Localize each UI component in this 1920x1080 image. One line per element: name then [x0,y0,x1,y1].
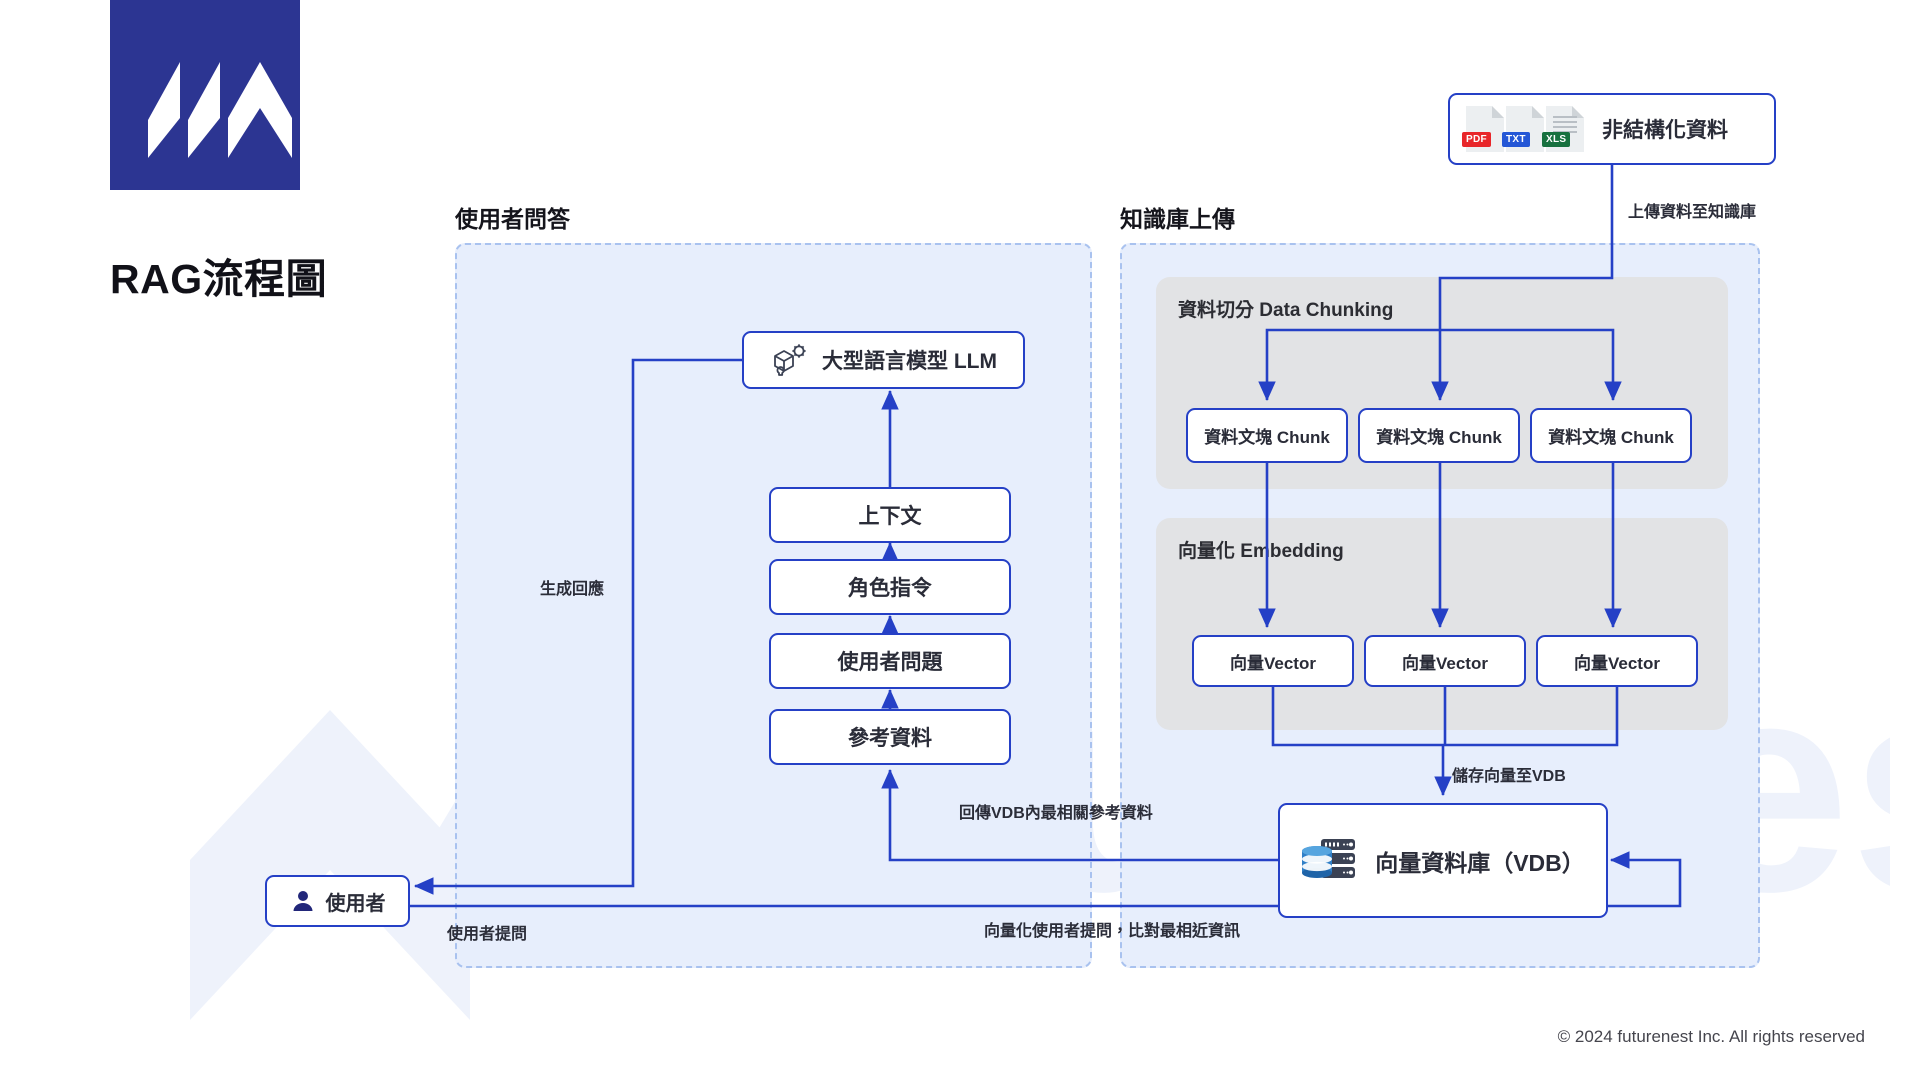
section-header-kb: 知識庫上傳 [1120,206,1235,232]
chunk-label: 資料文塊 Chunk [1204,428,1330,447]
node-vector[interactable]: 向量Vector [1192,635,1354,687]
node-vector[interactable]: 向量Vector [1364,635,1526,687]
file-type-icons: PDF TXT XLS [1462,106,1584,152]
vector-label: 向量Vector [1574,653,1660,673]
vector-label: 向量Vector [1230,653,1316,673]
node-chunk[interactable]: 資料文塊 Chunk [1186,408,1348,463]
node-vector[interactable]: 向量Vector [1536,635,1698,687]
logo-mark-icon [148,62,292,158]
node-user-question[interactable]: 使用者問題 [769,633,1011,689]
user-icon [293,891,312,911]
node-llm[interactable]: 大型語言模型 LLM [742,331,1025,389]
section-header-qa: 使用者問答 [455,206,570,232]
chunk-label: 資料文塊 Chunk [1376,428,1502,447]
subpanel-embedding: 向量化 Embedding [1156,518,1728,730]
edge-label-vectorize-question: 向量化使用者提問，比對最相近資訊 [984,923,1241,940]
chunk-label: 資料文塊 Chunk [1548,428,1674,447]
node-user[interactable]: 使用者 [265,875,410,927]
txt-tag: TXT [1502,132,1530,147]
pdf-tag: PDF [1462,132,1491,147]
xls-file-icon: XLS [1542,106,1584,152]
node-chunk[interactable]: 資料文塊 Chunk [1530,408,1692,463]
database-server-icon [1302,838,1356,878]
user-label: 使用者 [325,892,386,915]
subpanel-title-embedding: 向量化 Embedding [1178,541,1344,562]
subpanel-title-chunking: 資料切分 Data Chunking [1178,300,1394,321]
context-label: 上下文 [858,505,922,528]
vector-label: 向量Vector [1402,653,1488,673]
edge-label-return-reference: 回傳VDB內最相關參考資料 [959,805,1153,822]
xls-tag: XLS [1542,132,1571,147]
txt-file-icon: TXT [1502,106,1544,152]
edge-label-store-vectors: 儲存向量至VDB [1452,768,1566,785]
node-role-instruction[interactable]: 角色指令 [769,559,1011,615]
page-title: RAG流程圖 [110,256,328,302]
role-label: 角色指令 [848,577,932,600]
llm-model-icon [774,344,806,376]
vdb-label: 向量資料庫（VDB） [1375,849,1585,876]
futurenest-logo [110,0,300,190]
pdf-file-icon: PDF [1462,106,1504,152]
node-context[interactable]: 上下文 [769,487,1011,543]
edge-label-upload-to-kb: 上傳資料至知識庫 [1628,204,1757,221]
ref-label: 參考資料 [848,727,932,750]
edge-label-user-question: 使用者提問 [447,926,528,943]
node-chunk[interactable]: 資料文塊 Chunk [1358,408,1520,463]
llm-label: 大型語言模型 LLM [822,350,997,373]
node-unstructured-label: 非結構化資料 [1602,119,1728,142]
edge-label-generate-response: 生成回應 [540,581,605,598]
node-reference-data[interactable]: 參考資料 [769,709,1011,765]
query-label: 使用者問題 [837,651,943,674]
copyright-footer: © 2024 futurenest Inc. All rights reserv… [1557,1027,1865,1046]
node-vector-database[interactable]: 向量資料庫（VDB） [1278,803,1608,918]
node-unstructured-data[interactable]: PDF TXT XLS 非結構化資料 [1448,93,1776,165]
